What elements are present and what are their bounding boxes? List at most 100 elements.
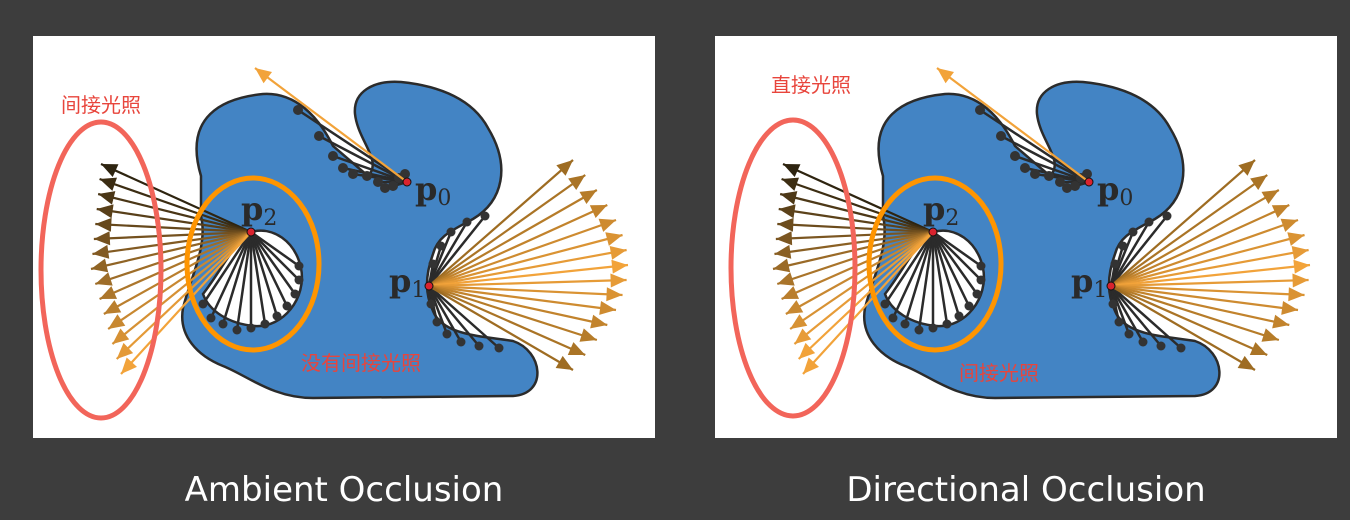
p1-ray (428, 284, 598, 342)
p1-ray-head (1272, 314, 1290, 329)
p1-chord (427, 221, 469, 287)
p1-ray (428, 284, 586, 357)
surface-dot (1044, 171, 1054, 181)
p2-chord (931, 231, 961, 317)
surface-dot (348, 169, 358, 179)
surface-dot (494, 343, 504, 353)
p1-ray-head (1237, 355, 1255, 370)
p2-chord (249, 231, 289, 307)
surface-dot (1118, 241, 1128, 251)
inner-annotation: 没有间接光照 (301, 351, 421, 375)
p1-ray (428, 263, 629, 288)
p1-ray (428, 189, 598, 287)
surface-dot (426, 299, 436, 309)
p1-chord (428, 215, 486, 287)
p1-ray-head (579, 190, 597, 205)
p0-chord (1000, 134, 1090, 184)
surface-dot (314, 131, 324, 141)
p1-chord (1109, 285, 1131, 335)
p1-ray (428, 233, 623, 288)
p1-ray-head (579, 328, 597, 342)
p2-ray (92, 230, 252, 256)
directional-occlusion-caption: Directional Occlusion (846, 470, 1206, 510)
surface-dot (400, 169, 410, 179)
surface-dot (1144, 217, 1154, 227)
p2-ray (789, 231, 934, 330)
p2-ray (99, 230, 252, 301)
surface-dot (260, 319, 270, 329)
ambient-occlusion-caption: Ambient Occlusion (184, 470, 504, 510)
p1-ray-head (1238, 160, 1255, 176)
p2-label: p2 (923, 190, 959, 231)
p2-ray (781, 177, 934, 234)
p2-ray-head (99, 177, 117, 191)
surface-dot (362, 171, 372, 181)
p1-ray-head (1288, 287, 1305, 302)
p1-ray-head (606, 287, 623, 302)
p2-chord (931, 231, 979, 295)
p1-chord (1110, 215, 1168, 287)
p2-chord (249, 231, 267, 325)
surface-dot (432, 317, 442, 327)
surface-dot (373, 177, 383, 187)
surface-dot (290, 289, 300, 299)
surface-dot (328, 151, 338, 161)
p2-ray (93, 230, 252, 241)
p1-ray (428, 284, 623, 297)
p1-ray (428, 174, 586, 287)
surface-dot (446, 227, 456, 237)
p1-chord (1109, 285, 1145, 343)
p0-ray-head (255, 68, 272, 84)
surface-dot (442, 329, 452, 339)
p2-ray-head (777, 217, 794, 232)
p0-ray (936, 67, 1090, 183)
p1-ray (428, 218, 617, 288)
p1-ray (1110, 233, 1305, 288)
p2-ray-head (98, 191, 116, 205)
surface-dot (1070, 181, 1080, 191)
p2-ray-head (108, 314, 126, 329)
surface-dot (480, 211, 490, 221)
p1-ray (428, 285, 574, 371)
p1-ray (1110, 203, 1290, 288)
p2-ray-head (96, 204, 114, 219)
p2-ray-head (803, 357, 819, 374)
surface-dot (1124, 329, 1134, 339)
surface-dot (456, 337, 466, 347)
p2-ray-head (103, 300, 122, 314)
surface-dot (914, 325, 924, 335)
p2-ray-head (116, 342, 134, 359)
p1-ray (1110, 284, 1280, 342)
p1-ray (1110, 284, 1268, 357)
p2-ray-head (783, 164, 801, 177)
p2-chord (201, 231, 253, 305)
surface-dot (954, 311, 964, 321)
p2-chord (883, 231, 935, 305)
p1-ray-head (1280, 218, 1299, 232)
ambient-occlusion-diagram: 间接光照 没有间接光照 p2 p0 p1 (38, 67, 629, 421)
p2-point (246, 227, 256, 237)
surface-dot (293, 105, 303, 115)
p1-chord (427, 285, 463, 343)
p1-point (424, 281, 434, 291)
surface-dot (942, 319, 952, 329)
directional-occlusion-panel: 直接光照 间接光照 p2 p0 p1 (715, 36, 1337, 438)
p2-ray-head (91, 258, 109, 273)
ambient-occlusion-panel: 间接光照 没有间接光照 p2 p0 p1 (33, 36, 655, 438)
surface-dot (1108, 299, 1118, 309)
p1-ray-head (599, 301, 617, 315)
p2-ray-head (775, 231, 793, 246)
p2-label: p2 (241, 190, 277, 231)
p2-ray (103, 231, 252, 315)
surface-dot (1138, 337, 1148, 347)
p2-ray (96, 207, 252, 234)
outer-annotation: 间接光照 (61, 93, 141, 117)
surface-dot (282, 301, 292, 311)
surface-dot (1162, 211, 1172, 221)
surface-dot (206, 313, 216, 323)
p0-point (402, 177, 412, 187)
outer-annotation: 直接光照 (771, 73, 851, 97)
p1-ray-head (589, 205, 608, 218)
p2-ray-head (99, 286, 118, 299)
p2-chord (917, 231, 935, 331)
